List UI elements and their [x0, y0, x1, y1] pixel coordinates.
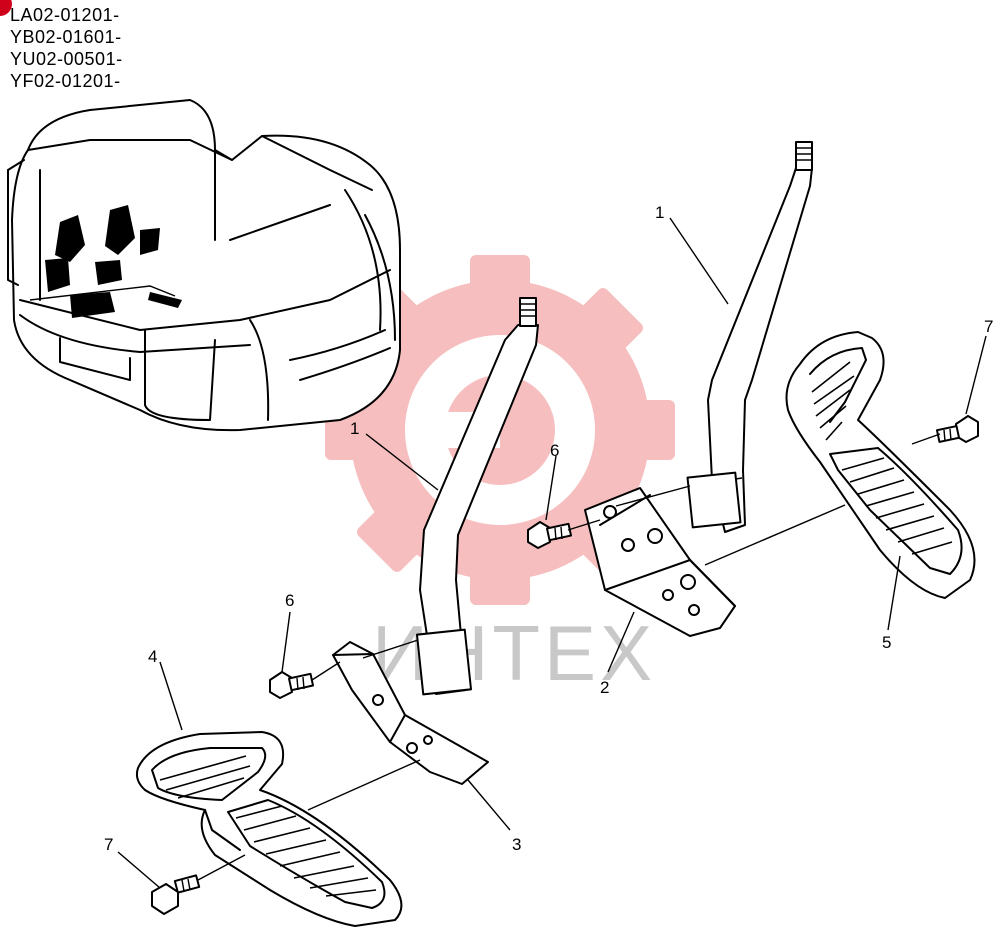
callout-label: 7	[984, 317, 993, 336]
callout-label: 4	[148, 647, 157, 666]
assembly-lines	[197, 433, 941, 881]
callout-label: 6	[550, 441, 559, 460]
serial-number: LA02-01201-	[10, 5, 120, 25]
callout-label: 2	[600, 678, 609, 697]
pedal-rod-upper	[686, 141, 813, 533]
pedal-rod-lower	[415, 297, 539, 696]
bolt-seven-right	[935, 415, 979, 443]
foot-pedal-left	[135, 731, 403, 927]
serial-number: YB02-01601-	[10, 27, 122, 47]
bolt-six-lower	[269, 671, 315, 699]
serial-number: YF02-01201-	[10, 71, 121, 91]
watermark-text: ИНТЕХ	[372, 609, 656, 697]
excavator-body	[7, 99, 401, 432]
mounting-bracket-right	[584, 487, 736, 637]
leader-lines	[117, 217, 987, 889]
callout-label: 6	[285, 591, 294, 610]
callout-label: 3	[512, 835, 521, 854]
callout-label: 1	[350, 419, 359, 438]
mounting-bracket-left	[332, 641, 489, 785]
callout-label: 7	[104, 835, 113, 854]
foot-pedal-right	[785, 331, 976, 599]
bolt-seven-left	[151, 874, 201, 915]
callout-label: 5	[882, 633, 891, 652]
callout-label: 1	[655, 203, 664, 222]
bolt-six-upper	[527, 521, 573, 549]
corner-badge-icon	[0, 0, 12, 16]
serial-number: YU02-00501-	[10, 49, 123, 69]
